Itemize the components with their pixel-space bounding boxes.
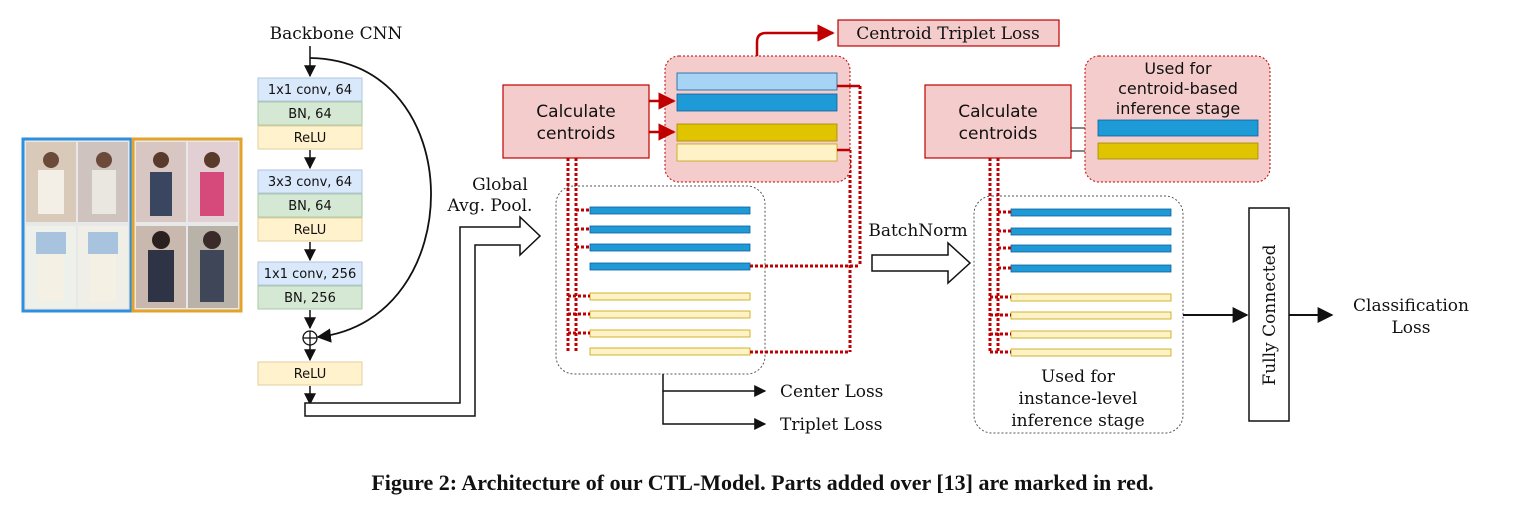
- centroid-bar-blue: [676, 93, 838, 112]
- inference-centroid-bar-gold: [1097, 142, 1259, 160]
- triplet-loss-arrow: [662, 391, 767, 430]
- inference-centroid-bar-blue: [1097, 119, 1259, 137]
- embedding-bars-1: [589, 206, 751, 356]
- calc-centroids-1-text-1: Calculate: [536, 102, 615, 122]
- layer-bn3-label: BN, 256: [284, 291, 336, 306]
- layer-bn3: [257, 285, 363, 310]
- calc-centroids-2-text-1: Calculate: [958, 102, 1037, 122]
- backbone-layers: 1x1 conv, 64 BN, 64 ReLU 3x3 conv, 64 BN…: [257, 57, 432, 406]
- centroid-bar-cream: [676, 143, 838, 162]
- input-image-grid: [21, 137, 243, 313]
- fully-connected-label: Fully Connected: [1260, 244, 1280, 385]
- centroid-bar-gold: [676, 123, 838, 142]
- layer-conv3: [257, 261, 363, 286]
- skip-connection: [309, 57, 432, 343]
- global-pool-label-1: Global: [472, 175, 528, 195]
- layer-relu-final: [257, 361, 363, 386]
- instance-inference-text-1: Used for: [1041, 367, 1116, 387]
- instance-inference-text-3: inference stage: [1011, 411, 1145, 431]
- layer-relu2-label: ReLU: [294, 223, 327, 238]
- calc-centroids-1-text-2: centroids: [537, 124, 616, 144]
- calculate-centroids-box-1: [502, 84, 650, 159]
- layer-relu1-label: ReLU: [294, 131, 327, 146]
- centroid-inference-text-3: inference stage: [1116, 99, 1240, 118]
- layer-bn1: [257, 101, 363, 126]
- calc-centroids-2-text-2: centroids: [959, 124, 1038, 144]
- layer-conv2: [257, 169, 363, 194]
- centroid-inference-text-2: centroid-based: [1118, 79, 1238, 98]
- centroid-triplet-loss-box: [837, 19, 1060, 47]
- global-pool-label-2: Avg. Pool.: [447, 196, 533, 216]
- triplet-loss-label: Triplet Loss: [780, 415, 883, 435]
- fully-connected-box: [1248, 207, 1290, 422]
- batchnorm-label: BatchNorm: [868, 221, 967, 241]
- backbone-title: Backbone CNN: [270, 24, 403, 44]
- layer-conv1: [257, 77, 363, 102]
- centroid-connectors-2: [988, 158, 1011, 354]
- embedding-bars-2: [1010, 208, 1172, 357]
- centroid-inference-text-1: Used for: [1144, 59, 1212, 78]
- layer-bn2: [257, 193, 363, 218]
- layer-relu1: [257, 125, 363, 150]
- layer-bn2-label: BN, 64: [288, 199, 331, 214]
- centroid-triplet-loss-label: Centroid Triplet Loss: [856, 24, 1039, 44]
- figure-caption: Figure 2: Architecture of our CTL-Model.…: [371, 470, 1154, 495]
- centroid-connectors-1: [566, 86, 862, 354]
- classification-loss-text-1: Classification: [1353, 296, 1469, 316]
- center-loss-arrow: [662, 374, 767, 397]
- layer-relu2: [257, 217, 363, 242]
- batchnorm-arrow: [871, 241, 972, 285]
- layer-conv1-label: 1x1 conv, 64: [268, 83, 352, 98]
- center-loss-label: Center Loss: [780, 382, 883, 402]
- layer-conv3-label: 1x1 conv, 256: [264, 267, 356, 282]
- layer-relu-final-label: ReLU: [294, 367, 327, 382]
- instance-inference-text-2: instance-level: [1019, 389, 1138, 409]
- centroid-triplet-arrow: [755, 24, 835, 56]
- calculate-centroids-box-2: [924, 84, 1072, 159]
- global-pool-arrow: [304, 215, 542, 417]
- layer-conv2-label: 3x3 conv, 64: [268, 175, 352, 190]
- centroid-bar-blue-light: [676, 72, 838, 91]
- layer-bn1-label: BN, 64: [288, 107, 331, 122]
- embeddings-group: [555, 185, 766, 375]
- classification-loss-text-2: Loss: [1392, 318, 1431, 338]
